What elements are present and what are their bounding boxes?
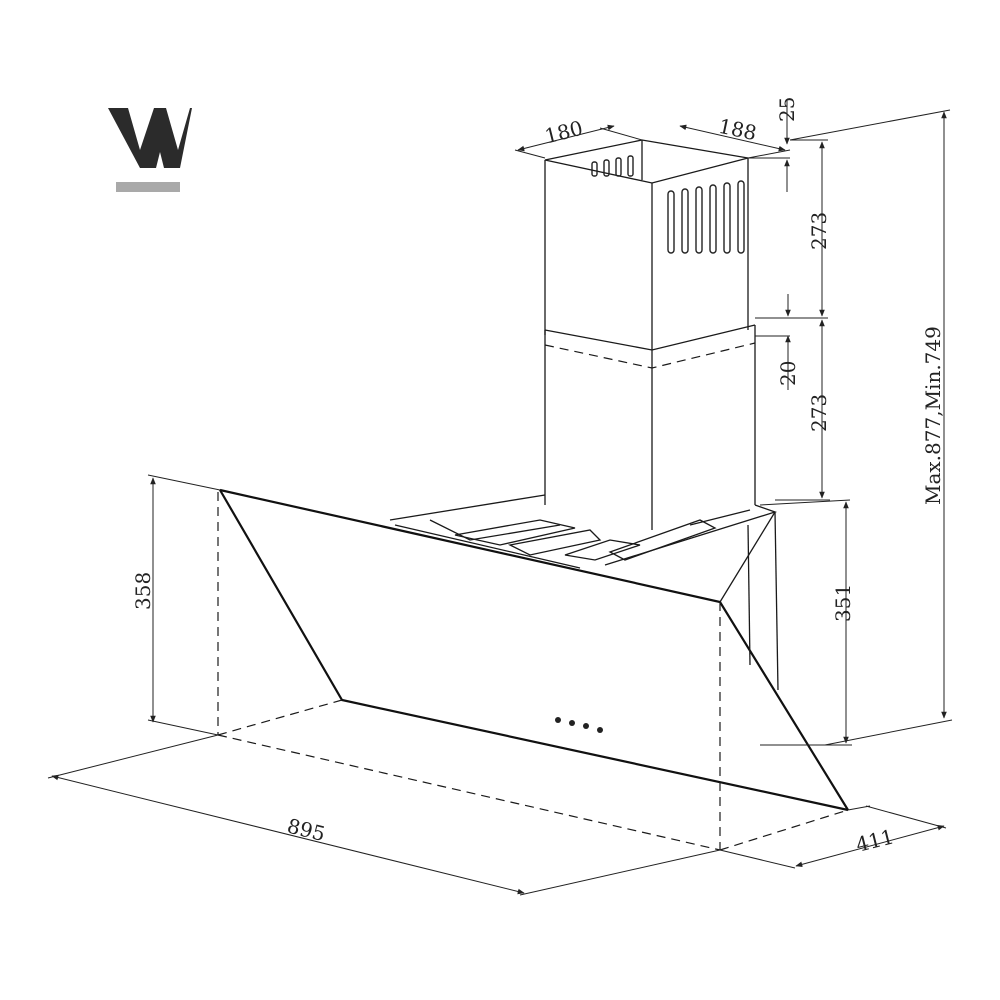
svg-text:273: 273 (807, 212, 831, 250)
vent-slots-right (667, 180, 745, 254)
brand-logo (108, 108, 192, 192)
dim-hood-depth: 411 (719, 805, 947, 869)
svg-text:411: 411 (853, 824, 896, 857)
dim-hood-width: 895 (47, 734, 721, 896)
hood-glass-panel (219, 488, 849, 812)
svg-text:895: 895 (285, 814, 328, 847)
control-button-icon (597, 727, 603, 733)
svg-text:Max.877,Min.749: Max.877,Min.749 (921, 326, 945, 505)
svg-text:188: 188 (717, 114, 759, 145)
svg-text:25: 25 (775, 97, 799, 122)
lower-chimney (544, 324, 756, 530)
dim-hood-height-left: 358 (131, 474, 221, 736)
dim-upper-chimney-height: 273 (755, 139, 831, 319)
dim-hood-height-right: 351 (759, 499, 855, 746)
hood-footprint (217, 492, 849, 851)
logo-w-icon (108, 108, 192, 168)
vent-slots-left (591, 155, 634, 177)
svg-text:273: 273 (807, 394, 831, 432)
dim-chimney-top-offset: 25 (748, 97, 799, 192)
logo-underline (116, 182, 180, 192)
control-button-icon (583, 723, 589, 729)
control-button-icon (555, 717, 561, 723)
dim-lower-chimney-height: 273 (775, 319, 831, 501)
svg-text:351: 351 (831, 584, 855, 622)
dim-chimney-width-right: 188 (679, 114, 791, 159)
dim-total-height: Max.877,Min.749 (789, 109, 953, 746)
svg-text:180: 180 (542, 116, 585, 149)
upper-chimney (544, 139, 749, 350)
dim-chimney-width-left: 180 (514, 116, 643, 159)
dim-chimney-overlap: 20 (755, 294, 800, 390)
control-button-icon (569, 720, 575, 726)
svg-text:20: 20 (776, 361, 800, 386)
svg-text:358: 358 (131, 572, 155, 610)
hood-top-plate (389, 494, 778, 569)
control-buttons (555, 717, 603, 733)
